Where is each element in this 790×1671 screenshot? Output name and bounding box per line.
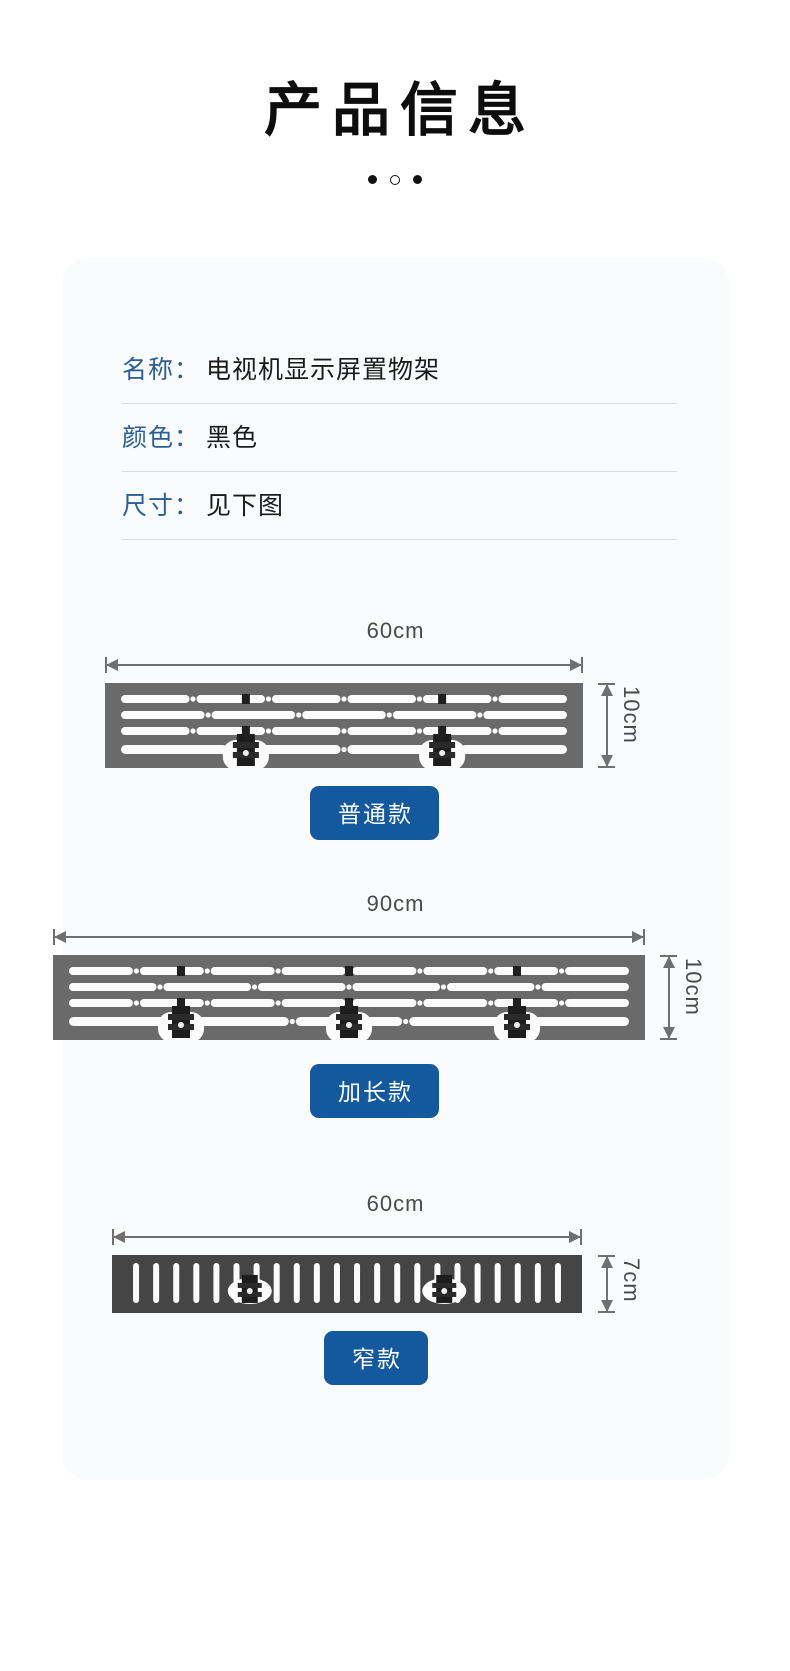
dimension-label-height-narrow: 7cm [619,1258,644,1303]
product-info-card: 名称： 电视机显示屏置物架 颜色： 黑色 尺寸： 见下图 60cm [53,258,729,1480]
spec-row-color: 颜色： 黑色 [122,404,677,472]
page-header: 产品信息 [0,0,790,185]
dimension-arrow-width-narrow [112,1229,582,1245]
dimension-arrow-width-extended [53,929,645,945]
spec-label-size: 尺寸： [122,492,201,520]
dimension-label-height-standard: 10cm [619,686,644,744]
badge-standard[interactable]: 普通款 [310,786,439,840]
dimension-label-width-extended: 90cm [366,891,425,916]
spec-row-name: 名称： 电视机显示屏置物架 [122,336,677,404]
page-title: 产品信息 [263,78,536,143]
dimension-label-width-standard: 60cm [366,618,425,643]
dot-hollow-center [390,174,400,185]
spec-label-color: 颜色： [122,424,201,452]
shelf-plate-standard [105,683,583,768]
decorative-dots [0,174,790,185]
spec-value-color: 黑色 [206,424,259,452]
shelf-plate-narrow [112,1255,582,1313]
dimension-arrow-height-narrow [598,1255,615,1313]
spec-row-size: 尺寸： 见下图 [122,472,677,540]
dot-filled-right [413,175,422,185]
dot-filled-left [368,175,377,185]
shelf-plate-extended [53,955,645,1040]
spec-value-size: 见下图 [206,492,285,520]
spec-value-name: 电视机显示屏置物架 [206,356,441,384]
spec-list: 名称： 电视机显示屏置物架 颜色： 黑色 尺寸： 见下图 [122,336,677,540]
dimension-label-height-extended: 10cm [681,958,706,1016]
dimension-arrow-width-standard [105,657,583,673]
dimension-arrow-height-standard [598,683,615,768]
dimension-arrow-height-extended [660,955,677,1040]
dimension-label-width-narrow: 60cm [366,1191,425,1216]
badge-extended[interactable]: 加长款 [310,1064,439,1118]
badge-narrow[interactable]: 窄款 [324,1331,428,1385]
spec-label-name: 名称： [122,356,201,384]
